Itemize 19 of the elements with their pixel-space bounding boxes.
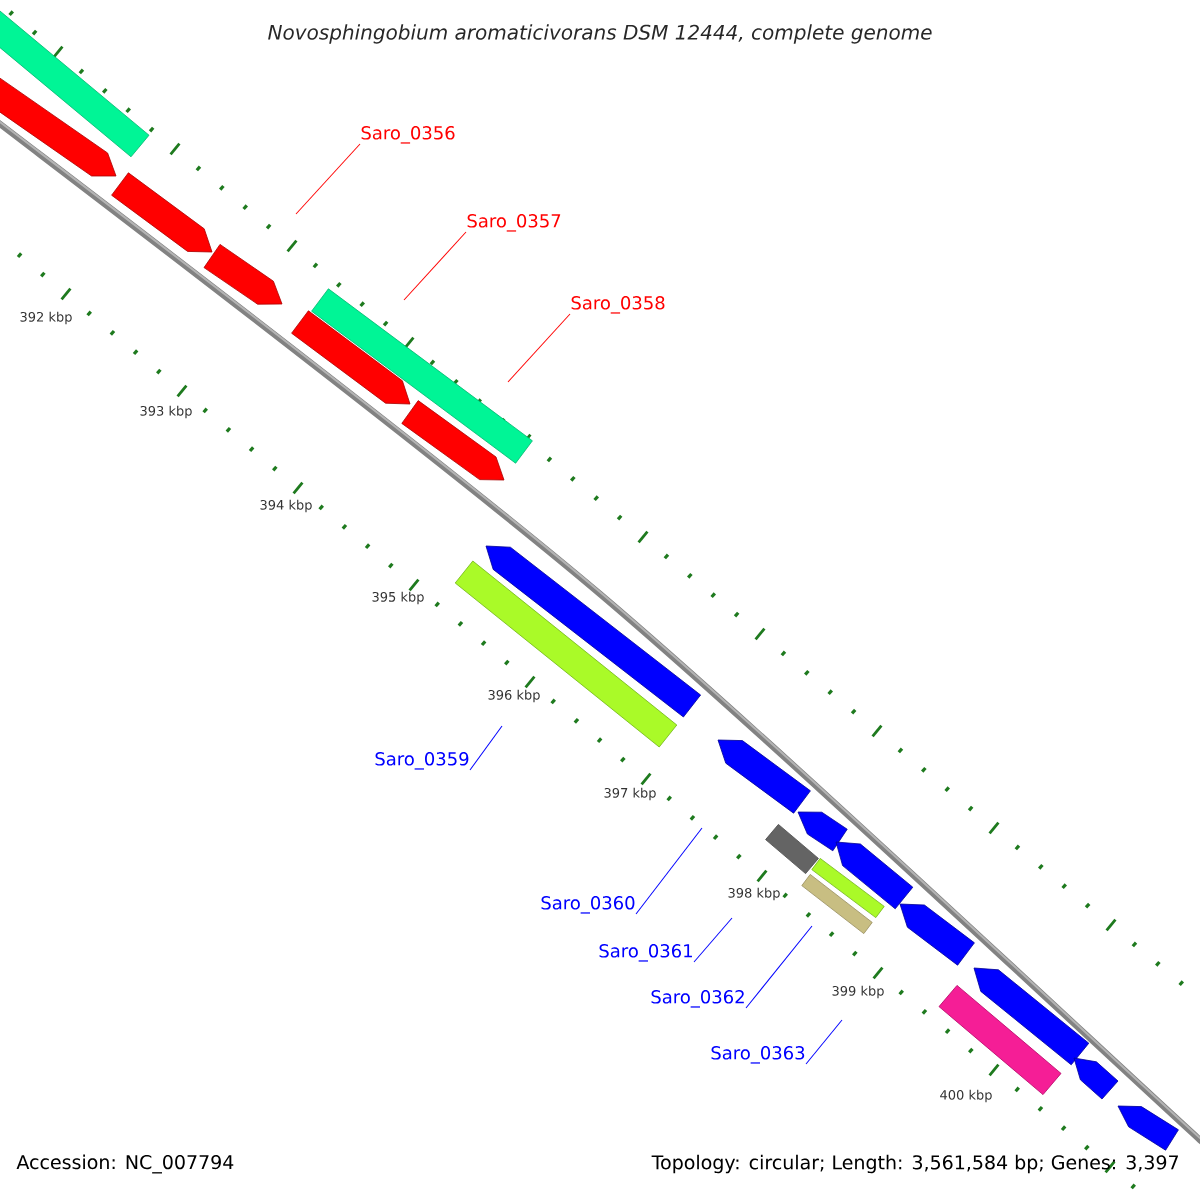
gene-label: Saro_0356 — [361, 126, 455, 144]
gene-label: Saro_0360 — [541, 896, 635, 914]
gene-label: Saro_0361 — [599, 944, 692, 962]
leader-line — [469, 725, 503, 771]
accession-text: Accession: NC_007794 — [16, 1154, 234, 1174]
leader-line — [745, 925, 813, 1009]
leader-line — [635, 827, 703, 915]
gene-label: Saro_0363 — [711, 1046, 805, 1064]
leader-line — [693, 917, 733, 963]
gene-label: Saro_0362 — [651, 990, 744, 1008]
leader-line — [805, 1019, 843, 1065]
leader-line — [507, 313, 571, 383]
gene-label: Saro_0357 — [467, 214, 561, 232]
leader-line — [295, 143, 361, 215]
title: Novosphingobium aromaticivorans DSM 12444, complete genome — [268, 24, 932, 44]
leader-line — [403, 231, 467, 301]
gene-label: Saro_0359 — [375, 752, 469, 770]
gene-label: Saro_0358 — [571, 296, 665, 314]
summary-text: Topology: circular; Length: 3,561,584 bp; Genes: 3,397 — [651, 1154, 1178, 1174]
